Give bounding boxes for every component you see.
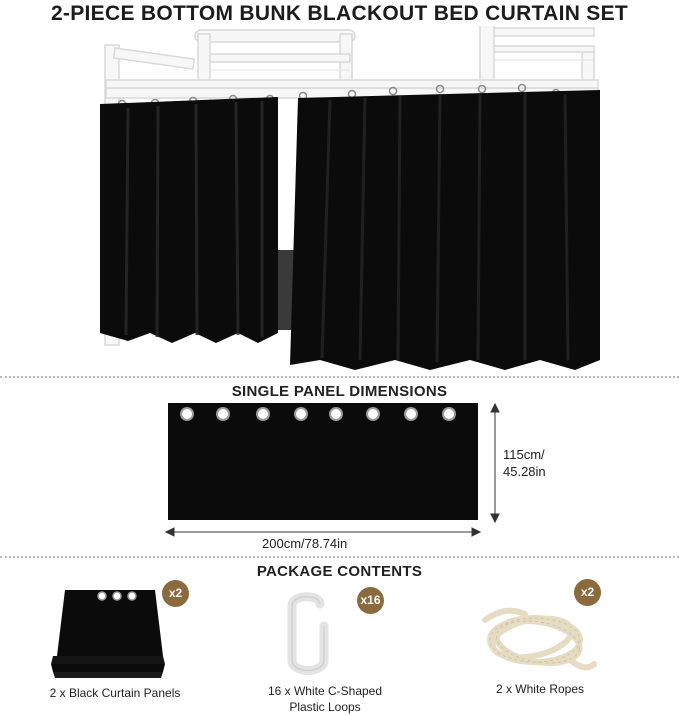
grommet-icon [218,409,228,419]
section-divider [0,376,679,378]
loops-caption-line1: 16 x White C-Shaped [267,684,383,698]
quantity-badge: x2 [574,579,601,606]
loops-caption: 16 x White C-Shaped Plastic Loops [240,683,410,715]
package-heading: PACKAGE CONTENTS [256,563,423,580]
dimensions-heading: SINGLE PANEL DIMENSIONS [231,383,448,400]
width-dimension-label: 200cm/78.74in [262,536,348,551]
folded-curtains-image [51,590,165,678]
grommet-icon [182,409,192,419]
height-cm: 115cm/ [503,447,545,462]
c-shaped-loop-image [287,592,329,675]
grommet-icon [296,409,306,419]
section-divider [0,556,679,558]
curtain-panels-caption: 2 x Black Curtain Panels [49,686,181,700]
curtain-panel-diagram [168,403,478,520]
grommet-icon [331,409,341,419]
quantity-badge: x2 [162,580,189,607]
white-rope-image [482,607,597,671]
ropes-caption: 2 x White Ropes [495,682,585,696]
height-dimension-label: 115cm/ 45.28in [503,446,546,480]
grommet-icon [368,409,378,419]
grommet-icon [444,409,454,419]
page-title: 2-PIECE BOTTOM BUNK BLACKOUT BED CURTAIN… [50,2,629,25]
grommet-icon [406,409,416,419]
bunk-bed-illustration [100,26,600,370]
grommet-icon [258,409,268,419]
quantity-badge: x16 [357,587,384,614]
height-in: 45.28in [503,464,546,479]
loops-caption-line2: Plastic Loops [289,700,361,714]
